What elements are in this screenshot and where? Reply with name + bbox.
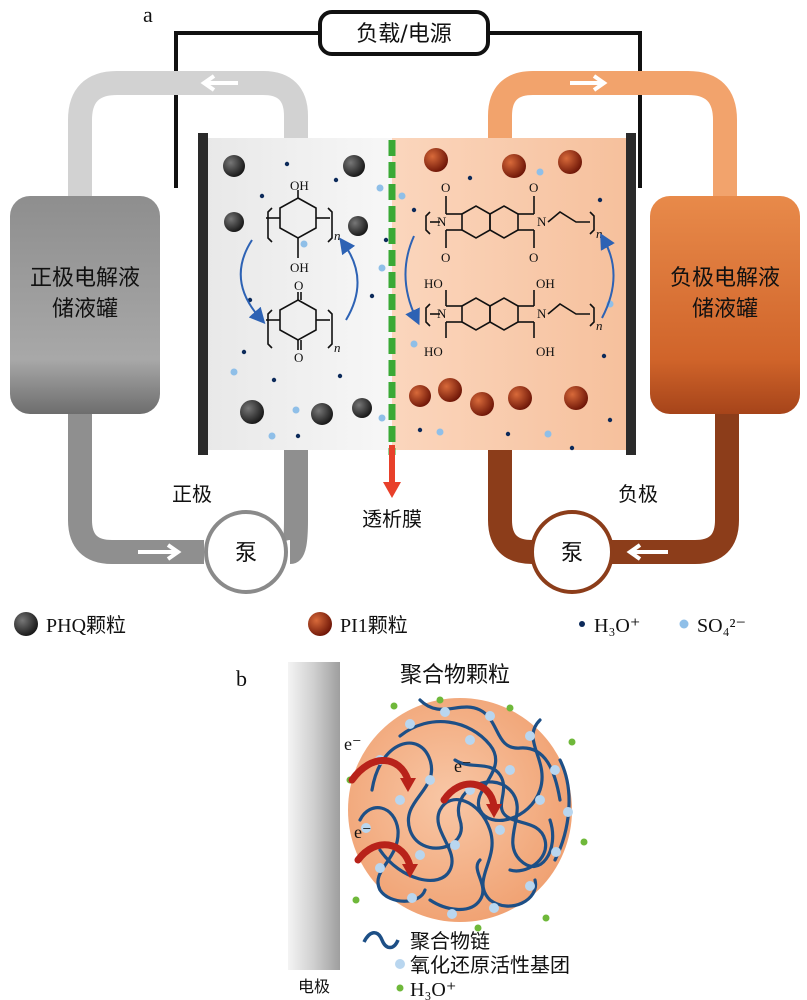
pi1-oh-1: OH (536, 276, 555, 291)
phq-o-bottom: O (294, 350, 303, 365)
phq-oh-bottom: OH (290, 260, 309, 275)
right-pump (530, 510, 614, 594)
right-lower-tube (488, 405, 739, 564)
legend-chain-icon (362, 931, 400, 950)
panel-a-label: a (143, 2, 153, 27)
right-flow-arrow-icon (570, 74, 608, 92)
legend-h3o-label: H₃O⁺ (594, 615, 640, 637)
h3o-dots (241, 161, 613, 451)
pi1-o-2: O (529, 180, 538, 195)
circuit-wire (174, 31, 642, 188)
legend-so4-label: SO₄²⁻ (697, 615, 746, 637)
legend-h3o-green-icon (396, 984, 404, 992)
legend-h3o-marker (579, 621, 585, 627)
legend-phq-label: PHQ颗粒 (46, 614, 126, 637)
pi1-oh-2: OH (536, 344, 555, 359)
legend-group-icon (395, 959, 405, 969)
left-flow-arrow-icon (200, 74, 238, 92)
pi1-structure (425, 196, 595, 338)
left-tank-label-1: 正极电解液 (30, 266, 140, 291)
legend-group-label: 氧化还原活性基团 (410, 953, 570, 977)
legend-phq-marker (14, 612, 38, 636)
legend-pi1-marker (308, 612, 332, 636)
particle-title: 聚合物颗粒 (400, 663, 510, 688)
right-tank-label-2: 储液罐 (692, 297, 758, 322)
pi1-n-4: N (537, 306, 547, 321)
legend-h3o-green-label: H₃O⁺ (410, 979, 456, 1000)
phq-o-top: O (294, 278, 303, 293)
pi1-o-4: O (529, 250, 538, 265)
left-pump (204, 510, 288, 594)
left-tank (10, 196, 160, 414)
legend-so4-marker (679, 619, 689, 629)
negative-electrode-label: 负极 (618, 482, 658, 506)
pi1-o-1: O (441, 180, 450, 195)
left-tank-label-2: 储液罐 (52, 297, 118, 322)
polymer-chains (358, 698, 571, 911)
phq-oh-top: OH (290, 178, 309, 193)
pi1-n-2: N (537, 214, 547, 229)
membrane-label: 透析膜 (362, 507, 422, 531)
legend-pi1-label: PI1颗粒 (340, 614, 408, 637)
left-lower-flow-arrow-icon (138, 543, 182, 561)
pi1-redox-arrow-left-icon (404, 235, 420, 326)
left-lower-tube (68, 405, 308, 564)
right-upper-tube (488, 71, 737, 205)
phq-particles (223, 155, 372, 425)
phq-structure (266, 190, 333, 350)
right-lower-flow-arrow-icon (626, 543, 668, 561)
pi1-o-3: O (441, 250, 450, 265)
right-tank-label-1: 负极电解液 (670, 266, 780, 291)
electron-arrow-heads (400, 778, 502, 878)
negative-electrode-plate (626, 133, 636, 455)
load-power-box (318, 10, 490, 56)
phq-redox-arrow-left-icon (239, 239, 266, 324)
electron-arrows (348, 757, 498, 870)
phq-n-sub-1: n (334, 228, 341, 243)
left-pump-label: 泵 (235, 541, 257, 566)
electron-label-1: e⁻ (344, 734, 362, 754)
pi1-n-sub-2: n (596, 318, 603, 333)
pi1-ho-2: HO (424, 344, 443, 359)
membrane-arrow-head-icon (383, 482, 401, 498)
legend-chain-label: 聚合物链 (410, 929, 490, 953)
pi1-n-1: N (437, 214, 447, 229)
phq-n-sub-2: n (334, 340, 341, 355)
right-pump-label: 泵 (561, 541, 583, 566)
electron-label-3: e⁻ (354, 822, 372, 842)
left-upper-tube (68, 71, 308, 205)
pi1-n-3: N (437, 306, 447, 321)
panel-b-electrode (288, 662, 340, 970)
positive-electrode-plate (198, 133, 208, 455)
pi1-n-sub-1: n (596, 226, 603, 241)
pi1-ho-1: HO (424, 276, 443, 291)
pi1-particles (409, 148, 588, 416)
electron-label-2: e⁻ (454, 756, 472, 776)
pi1-redox-arrow-right-icon (600, 233, 615, 319)
positive-electrode-label: 正极 (172, 482, 212, 506)
load-power-label: 负载/电源 (356, 22, 451, 47)
phq-redox-arrow-right-icon (339, 237, 359, 321)
panel-b-electrode-label: 电极 (298, 977, 330, 996)
right-tank (650, 196, 800, 414)
panel-b-label: b (236, 666, 247, 691)
